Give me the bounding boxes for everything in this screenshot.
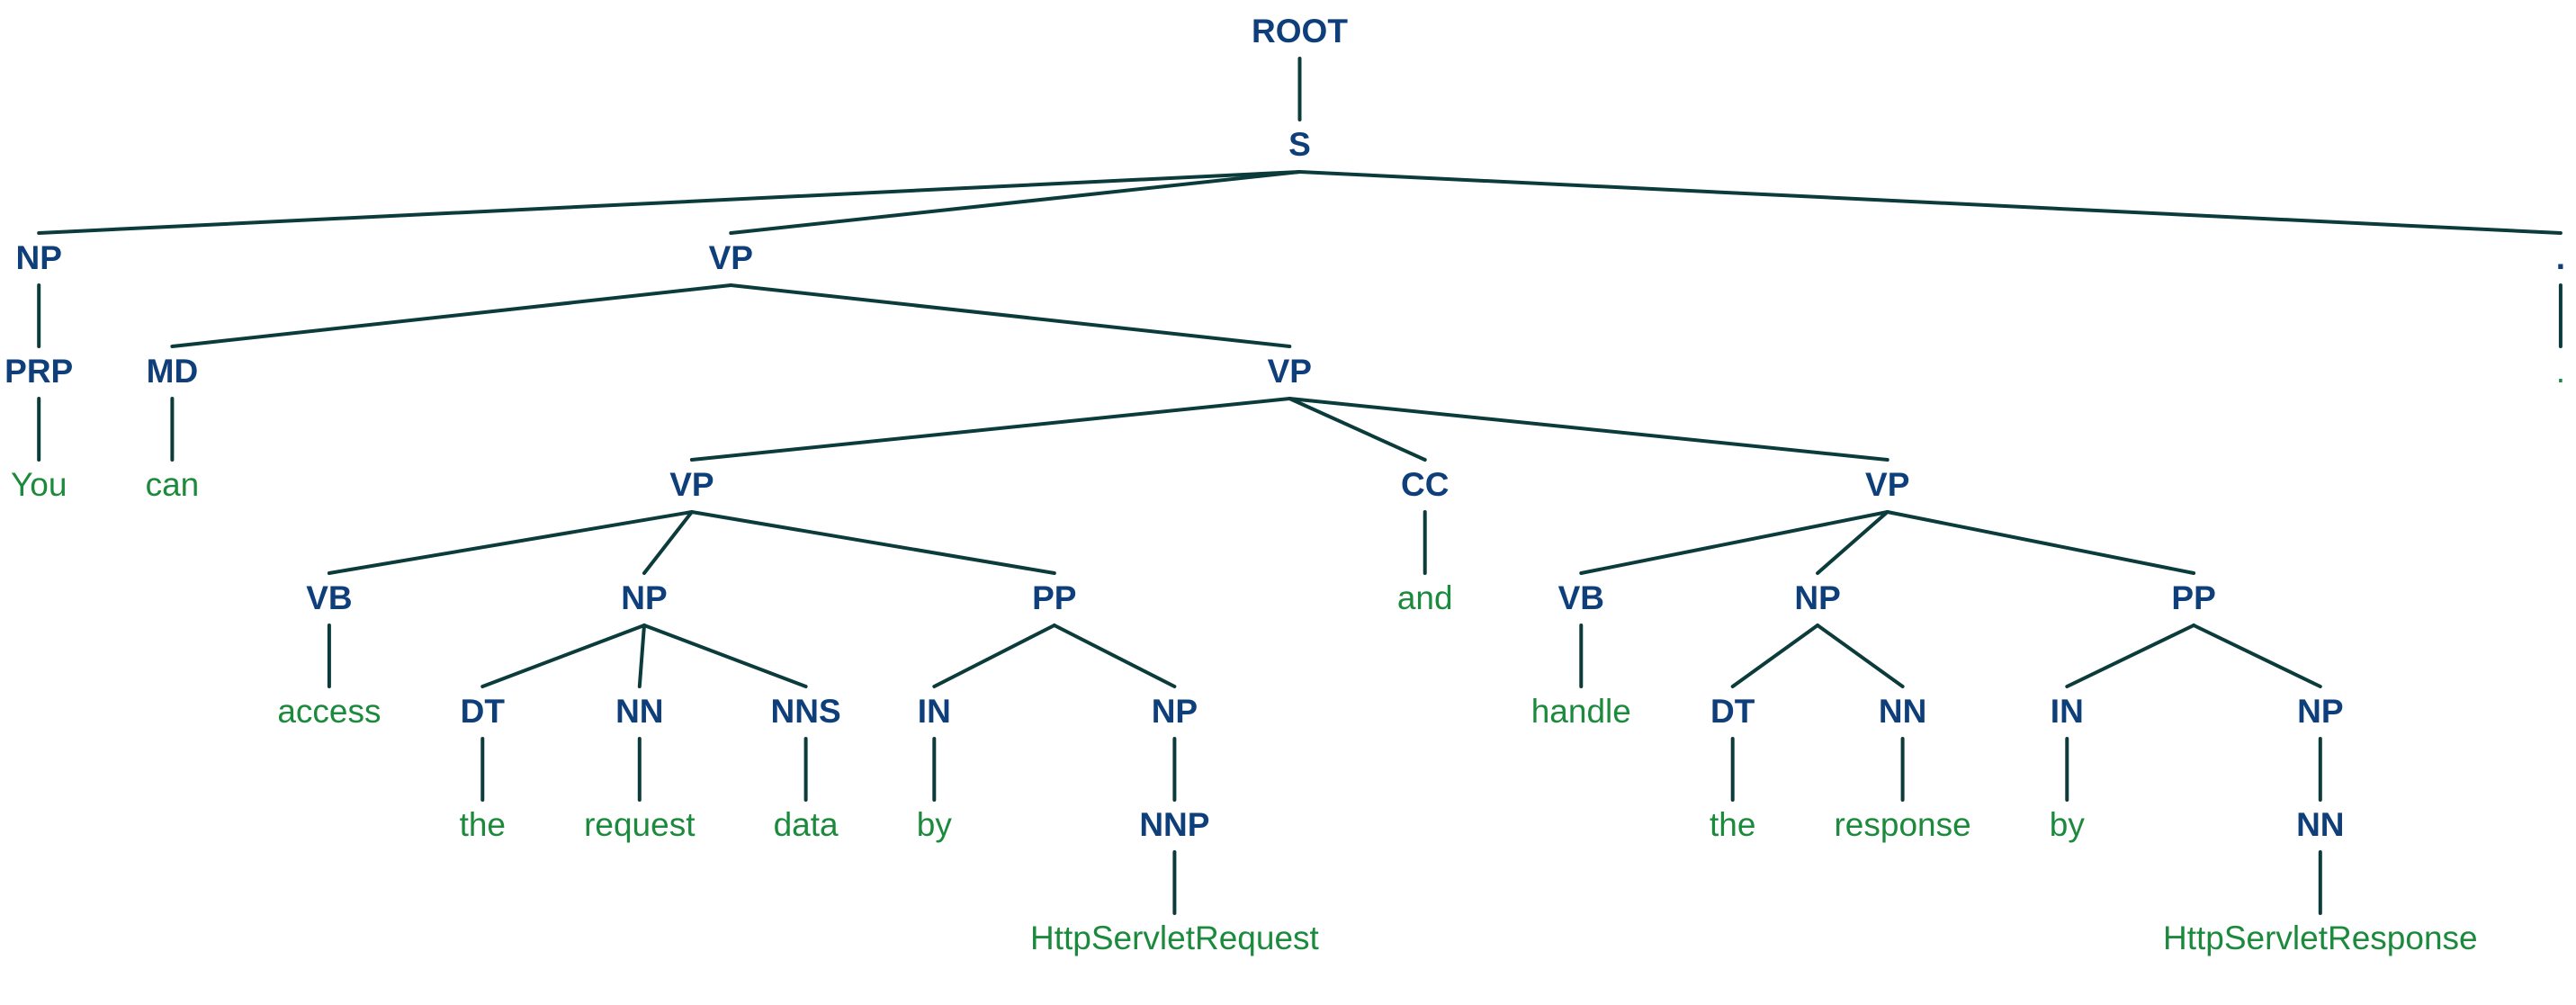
- tree-edge: [689, 510, 1056, 575]
- word-leaf: by: [2050, 806, 2086, 843]
- tree-edge: [170, 283, 733, 348]
- word-leaf: handle: [1531, 693, 1631, 730]
- word-leaf: HttpServletResponse: [2163, 920, 2478, 956]
- tag-node: VB: [306, 579, 352, 616]
- word-leaf: can: [146, 466, 200, 503]
- tree-edge: [2065, 624, 2196, 688]
- tree-edge: [637, 624, 646, 688]
- tree-edges: [37, 57, 2563, 915]
- tree-edge: [1288, 397, 1427, 462]
- word-leaf: .: [2556, 353, 2565, 390]
- tag-node: NP: [1794, 579, 1840, 616]
- tag-node: VP: [669, 466, 714, 503]
- word-leaf: and: [1397, 579, 1453, 616]
- word-leaf: HttpServletRequest: [1030, 920, 1320, 956]
- tree-edge: [642, 624, 808, 688]
- tag-node: IN: [2051, 693, 2084, 730]
- tag-node: IN: [918, 693, 951, 730]
- tree-edge: [480, 624, 646, 688]
- tag-node: .: [2556, 239, 2565, 276]
- tag-node: NP: [621, 579, 667, 616]
- tree-edge: [2192, 624, 2322, 688]
- tree-labels: ROOT S NP PRP You VP MD can VP VP VB access NP DT the N…: [4, 13, 2565, 956]
- tag-node: NP: [2297, 693, 2343, 730]
- tag-node: VP: [1865, 466, 1909, 503]
- word-leaf: access: [277, 693, 381, 730]
- tag-node: NN: [1879, 693, 1926, 730]
- word-leaf: request: [584, 806, 696, 843]
- tag-node: ROOT: [1252, 13, 1348, 49]
- tag-node: DT: [1710, 693, 1755, 730]
- tree-edge: [932, 624, 1056, 688]
- tree-edge: [1297, 170, 2563, 235]
- tree-edge: [689, 397, 1292, 462]
- tag-node: CC: [1401, 466, 1449, 503]
- tag-node: NN: [615, 693, 663, 730]
- word-leaf: response: [1834, 806, 1970, 843]
- tree-edge: [37, 170, 1302, 235]
- tree-edge: [1730, 624, 1820, 688]
- tag-node: S: [1288, 126, 1311, 163]
- tree-edge: [1816, 510, 1889, 575]
- tag-node: MD: [147, 353, 199, 390]
- word-leaf: by: [917, 806, 953, 843]
- tag-node: NP: [15, 239, 61, 276]
- tree-edge: [1052, 624, 1177, 688]
- word-leaf: You: [11, 466, 67, 503]
- tag-node: VP: [709, 239, 753, 276]
- tag-node: DT: [461, 693, 506, 730]
- word-leaf: the: [460, 806, 506, 843]
- tag-node: PRP: [4, 353, 73, 390]
- tag-node: NNP: [1139, 806, 1209, 843]
- tag-node: VP: [1268, 353, 1312, 390]
- tag-node: PP: [1032, 579, 1076, 616]
- tag-node: NN: [2296, 806, 2344, 843]
- tree-edge: [1288, 397, 1889, 462]
- tag-node: NP: [1152, 693, 1198, 730]
- tree-edge: [1816, 624, 1905, 688]
- tree-edge: [729, 170, 1302, 235]
- tree-edge: [1579, 510, 1889, 575]
- word-leaf: the: [1710, 806, 1755, 843]
- tree-edge: [642, 510, 694, 575]
- tree-edge: [327, 510, 694, 575]
- tag-node: VB: [1558, 579, 1604, 616]
- tree-edge: [729, 283, 1292, 348]
- word-leaf: data: [774, 806, 839, 843]
- tree-edge: [1885, 510, 2196, 575]
- tag-node: NNS: [771, 693, 841, 730]
- tag-node: PP: [2171, 579, 2215, 616]
